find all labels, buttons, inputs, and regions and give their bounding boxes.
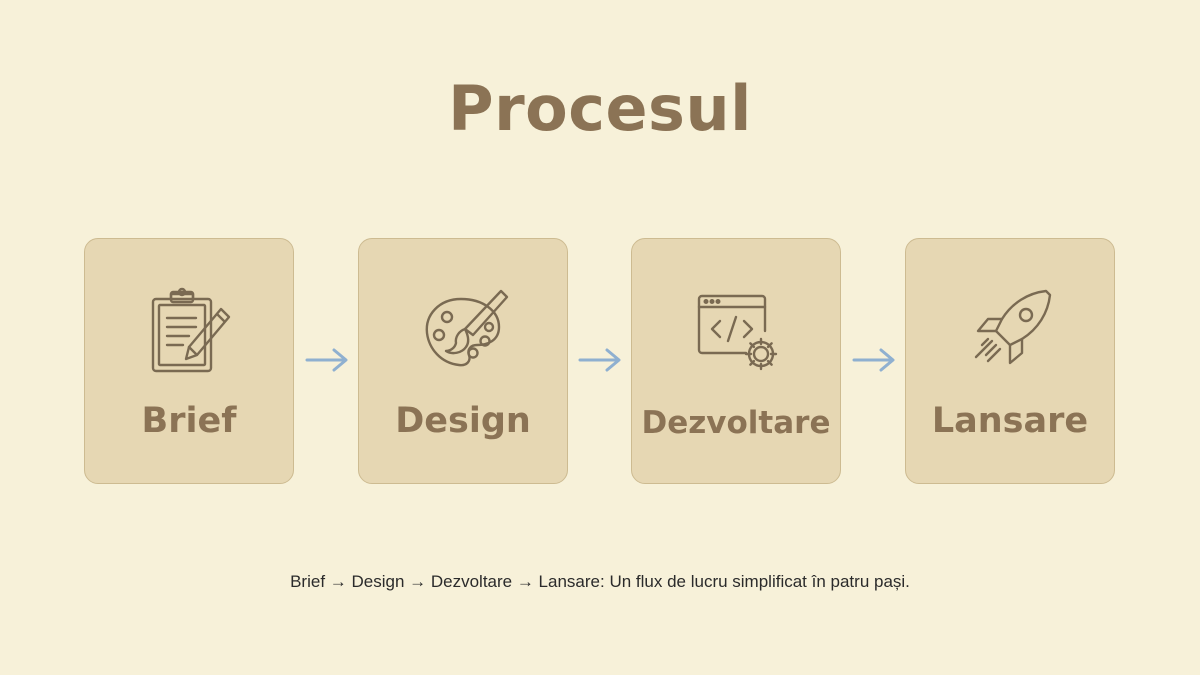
page-title: Procesul [448, 72, 752, 145]
step-label: Design [395, 401, 531, 441]
process-caption: Brief → Design → Dezvoltare → Lansare: U… [290, 572, 910, 591]
step-card-dezvoltare: Dezvoltare [631, 238, 841, 484]
step-card-brief: Brief [84, 238, 294, 484]
step-card-design: Design [358, 238, 568, 484]
palette-brush-icon [415, 283, 511, 379]
arrow-right-icon [304, 346, 350, 374]
rocket-icon [962, 283, 1058, 379]
arrow-right-icon [851, 346, 897, 374]
step-label: Lansare [931, 401, 1089, 441]
code-window-gear-icon [688, 283, 784, 379]
step-card-lansare: Lansare [905, 238, 1115, 484]
step-label: Dezvoltare [641, 405, 831, 441]
step-label: Brief [141, 401, 237, 441]
arrow-right-icon [577, 346, 623, 374]
clipboard-pencil-icon [141, 283, 237, 379]
